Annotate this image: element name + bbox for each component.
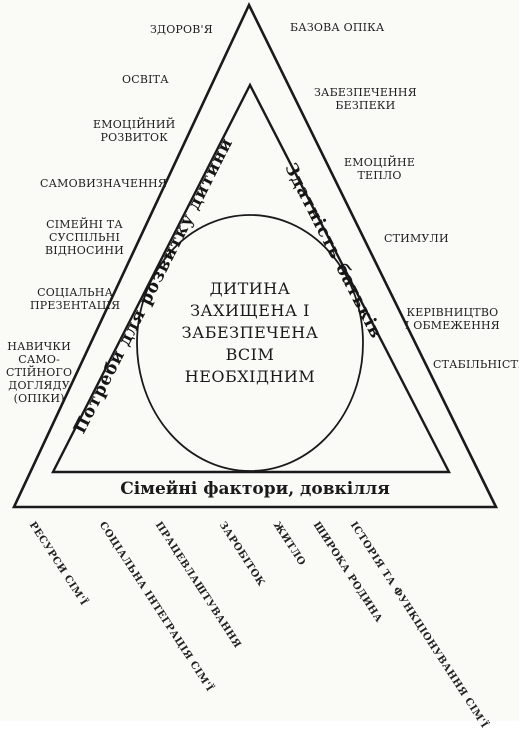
center-circle bbox=[136, 214, 364, 472]
left-item-self-identity: САМОВИЗНАЧЕННЯ bbox=[40, 177, 167, 190]
item-line: ЗДОРОВ'Я bbox=[150, 23, 213, 36]
center-line: НЕОБХІДНИМ bbox=[184, 367, 316, 386]
right-item-safety: ЗАБЕЗПЕЧЕННЯ БЕЗПЕКИ bbox=[314, 86, 417, 112]
item-line: СОЦІАЛЬНА bbox=[37, 286, 114, 299]
item-line: БЕЗПЕКИ bbox=[335, 99, 396, 112]
outer-triangle bbox=[11, 1, 499, 509]
item-line: ДОГЛЯДУ bbox=[8, 379, 70, 392]
left-item-emotional-development: ЕМОЦІЙНИЙ РОЗВИТОК bbox=[93, 118, 175, 144]
item-line: СУСПІЛЬНІ bbox=[48, 231, 121, 244]
item-line: ОСВІТА bbox=[122, 73, 169, 86]
item-line: СТІЙНОГО bbox=[6, 366, 73, 379]
right-item-emotional-warmth: ЕМОЦІЙНЕ ТЕПЛО bbox=[344, 156, 415, 182]
center-line: ДИТИНА bbox=[209, 279, 291, 298]
item-line: СІМЕЙНІ ТА bbox=[46, 218, 123, 231]
center-line: ВСІМ bbox=[225, 345, 275, 364]
right-item-guidance-boundaries: КЕРІВНИЦТВО І ОБМЕЖЕННЯ bbox=[405, 306, 500, 332]
right-item-basic-care: БАЗОВА ОПІКА bbox=[290, 21, 384, 34]
item-line: НАВИЧКИ bbox=[7, 340, 71, 353]
item-line: І ОБМЕЖЕННЯ bbox=[405, 319, 500, 332]
left-item-health: ЗДОРОВ'Я bbox=[150, 23, 213, 36]
item-line: САМО- bbox=[18, 353, 60, 366]
item-line: ТЕПЛО bbox=[357, 169, 402, 182]
left-item-education: ОСВІТА bbox=[122, 73, 169, 86]
left-item-family-relationships: СІМЕЙНІ ТА СУСПІЛЬНІ ВІДНОСИНИ bbox=[45, 218, 124, 257]
center-text: ДИТИНА ЗАХИЩЕНА І ЗАБЕЗПЕЧЕНА ВСІМ НЕОБХ… bbox=[160, 278, 340, 388]
item-line: ЕМОЦІЙНИЙ bbox=[93, 118, 176, 131]
item-line: БАЗОВА ОПІКА bbox=[290, 21, 385, 34]
left-item-social-presentation: СОЦІАЛЬНА ПРЕЗЕНТАЦІЯ bbox=[30, 286, 120, 312]
item-line: СТАБІЛЬНІСТЬ bbox=[433, 358, 519, 371]
center-line: ЗАХИЩЕНА І bbox=[190, 301, 310, 320]
item-line: ВІДНОСИНИ bbox=[45, 244, 124, 257]
item-line: ПРЕЗЕНТАЦІЯ bbox=[30, 299, 121, 312]
item-line: ЗАБЕЗПЕЧЕННЯ bbox=[314, 86, 417, 99]
center-line: ЗАБЕЗПЕЧЕНА bbox=[181, 323, 319, 342]
item-line: СТИМУЛИ bbox=[384, 232, 449, 245]
item-line: РОЗВИТОК bbox=[100, 131, 168, 144]
left-item-self-care-skills: НАВИЧКИ САМО- СТІЙНОГО ДОГЛЯДУ (ОПІКИ) bbox=[6, 340, 72, 405]
item-line: ЕМОЦІЙНЕ bbox=[344, 156, 416, 169]
right-item-stimulation: СТИМУЛИ bbox=[384, 232, 449, 245]
bottom-side-label: Сімейні фактори, довкілля bbox=[120, 479, 390, 499]
right-item-stability: СТАБІЛЬНІСТЬ bbox=[433, 358, 519, 371]
item-line: САМОВИЗНАЧЕННЯ bbox=[40, 177, 167, 190]
item-line: КЕРІВНИЦТВО bbox=[406, 306, 499, 319]
item-line: (ОПІКИ) bbox=[13, 392, 65, 405]
